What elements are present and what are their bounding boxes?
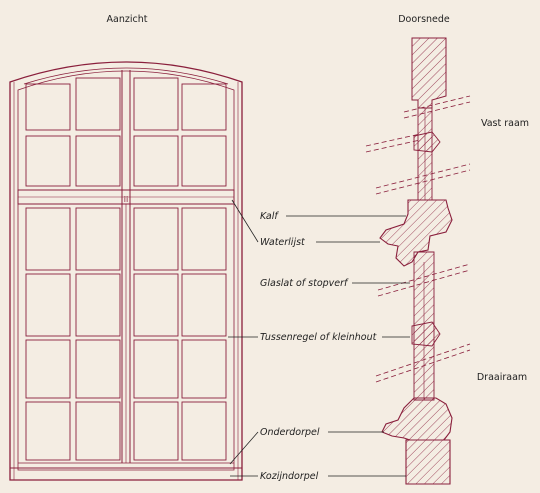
label-kalf: Kalf	[260, 211, 279, 222]
upper-pane	[181, 83, 227, 131]
label-kozijndorpel: Kozijndorpel	[260, 471, 319, 482]
lower-pane	[133, 339, 179, 399]
lower-pane	[75, 339, 121, 399]
upper-pane	[133, 135, 179, 187]
lower-pane	[181, 339, 227, 399]
lower-pane	[75, 207, 121, 271]
lower-pane	[25, 207, 71, 271]
label-onderdorpel: Onderdorpel	[260, 427, 320, 438]
upper-pane	[181, 135, 227, 187]
lower-pane	[181, 207, 227, 271]
section-head-frame	[411, 37, 447, 109]
window-elevation: ii	[9, 61, 243, 481]
lower-pane	[25, 339, 71, 399]
window-section	[379, 37, 453, 485]
arch-sash-line	[23, 67, 229, 85]
casement-label: Draairaam	[477, 372, 527, 383]
label-waterlijst: Waterlijst	[260, 237, 306, 248]
leader-onderdorpel-diag	[229, 431, 259, 465]
leader-waterlijst-diag	[231, 199, 259, 243]
lower-pane	[75, 401, 121, 461]
outer-frame	[9, 61, 243, 481]
sight-lines	[365, 95, 471, 383]
hinge-mark: ii	[124, 195, 128, 204]
lower-pane	[133, 207, 179, 271]
elevation-header: Aanzicht	[107, 14, 148, 25]
lower-pane	[25, 401, 71, 461]
upper-pane	[75, 135, 121, 187]
lower-pane	[75, 273, 121, 337]
upper-pane	[75, 77, 121, 131]
upper-pane	[25, 135, 71, 187]
section-kalf-waterlijst	[379, 199, 453, 267]
section-header: Doorsnede	[398, 14, 450, 25]
lower-pane	[181, 401, 227, 461]
label-glaslat: Glaslat of stopverf	[260, 278, 349, 289]
lower-pane	[25, 273, 71, 337]
upper-pane	[25, 83, 71, 131]
sill-kozijndorpel	[9, 467, 243, 481]
lower-pane	[181, 273, 227, 337]
label-tussenregel: Tussenregel of kleinhout	[260, 332, 378, 343]
lower-pane	[133, 401, 179, 461]
fixed-window-label: Vast raam	[481, 118, 529, 129]
lower-pane	[133, 273, 179, 337]
section-glazing-bar-lower	[411, 321, 441, 347]
section-sill	[381, 397, 453, 441]
glass-panes	[25, 77, 227, 461]
section-glazing-bar-upper	[413, 131, 441, 153]
section-kozijndorpel	[405, 439, 451, 485]
upper-pane	[133, 77, 179, 131]
